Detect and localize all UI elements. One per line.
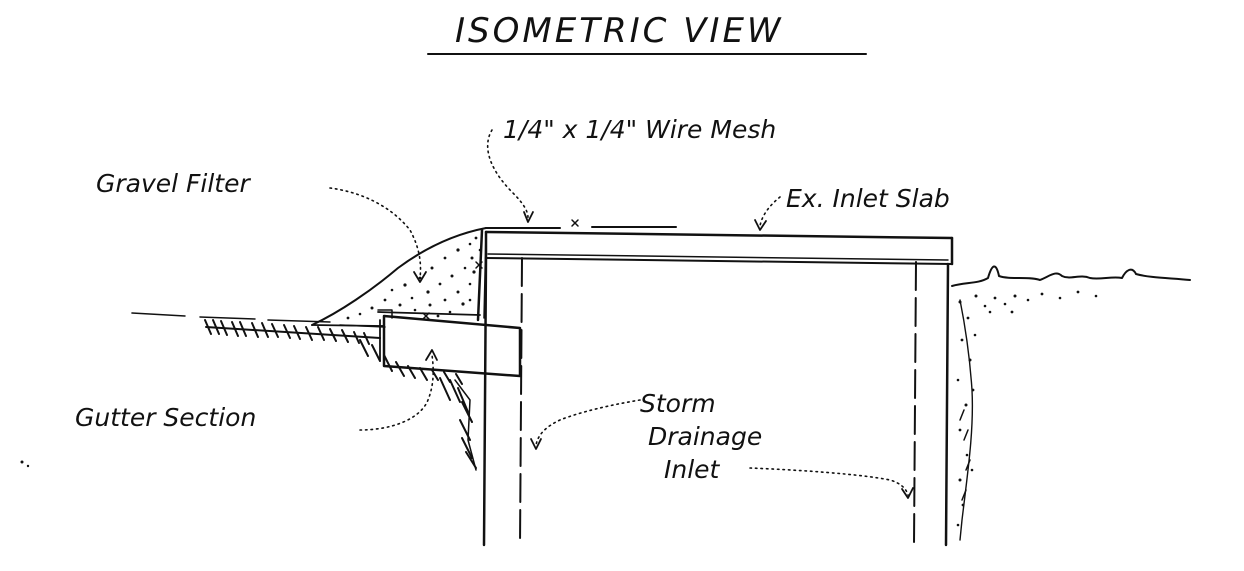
stray-marks: [20, 460, 30, 468]
gutter-section-block: [379, 314, 522, 378]
gravel-filter-mound: [311, 227, 487, 327]
gutter-section-label: Gutter Section: [75, 403, 256, 432]
right-soil-texture: [956, 290, 1098, 527]
storm-label-line3: Inlet: [664, 455, 721, 484]
inlet-slab-label: Ex. Inlet Slab: [786, 184, 950, 213]
gravel-texture: [346, 236, 482, 320]
labels: 1/4" x 1/4" Wire Mesh Gravel Filter Ex. …: [75, 115, 950, 484]
wire-mesh-label: 1/4" x 1/4" Wire Mesh: [503, 115, 776, 144]
right-ground: [951, 265, 1191, 541]
storm-label-line2: Drainage: [648, 422, 762, 451]
storm-label-line1: Storm: [640, 389, 716, 418]
leader-lines: [329, 129, 914, 499]
storm-drainage-inlet-walls: [482, 256, 950, 547]
inlet-slab: [484, 230, 954, 266]
drawing-title: ISOMETRIC VIEW: [455, 11, 784, 51]
gravel-filter-label: Gravel Filter: [96, 169, 251, 198]
soil-hatching-left: [204, 319, 477, 471]
title-group: ISOMETRIC VIEW: [427, 11, 867, 55]
